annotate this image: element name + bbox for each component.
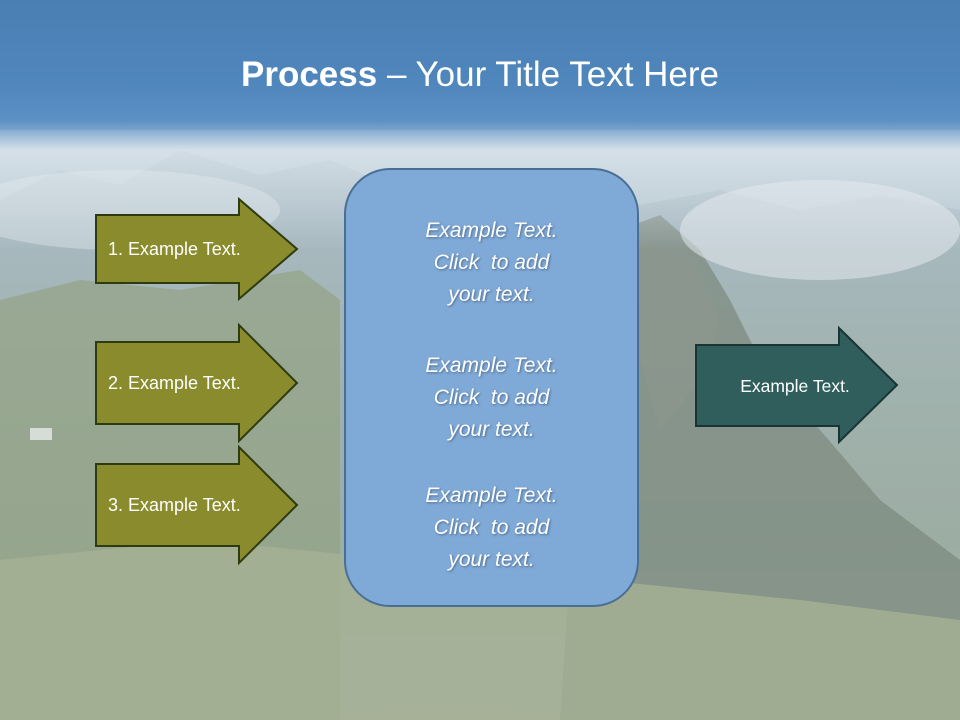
panel-text-line: your text. <box>448 548 535 571</box>
title-rest-part: – Your Title Text Here <box>377 55 719 94</box>
right-arrow-shape-icon <box>695 325 899 445</box>
output-arrow-label: Example Text. <box>740 375 850 396</box>
right-arrow-shape-icon <box>95 444 299 566</box>
right-arrow-shape-icon <box>95 322 299 444</box>
center-process-panel[interactable]: Example Text. Click to add your text. Ex… <box>344 168 639 607</box>
panel-text-line: Example Text. <box>425 219 558 242</box>
panel-text-line: your text. <box>448 283 535 306</box>
panel-text-block-1: Example Text. Click to add your text. <box>346 215 637 311</box>
input-arrow-2-label: 2. Example Text. <box>108 372 241 393</box>
panel-text-block-3: Example Text. Click to add your text. <box>346 480 637 576</box>
panel-text-line: Click to add <box>433 386 550 409</box>
panel-text-line: Example Text. <box>425 354 558 377</box>
title-bar <box>0 0 960 150</box>
input-arrow-2[interactable]: 2. Example Text. <box>95 322 300 444</box>
panel-text-line: Example Text. <box>425 484 558 507</box>
input-arrow-3-label: 3. Example Text. <box>108 494 241 515</box>
panel-text-line: your text. <box>448 418 535 441</box>
panel-text-block-2: Example Text. Click to add your text. <box>346 350 637 446</box>
panel-text-line: Click to add <box>433 251 550 274</box>
output-arrow[interactable]: Example Text. <box>695 325 900 445</box>
input-arrow-1-label: 1. Example Text. <box>108 238 241 259</box>
input-arrow-3[interactable]: 3. Example Text. <box>95 444 300 566</box>
panel-text-line: Click to add <box>433 516 550 539</box>
input-arrow-1[interactable]: 1. Example Text. <box>95 196 300 302</box>
right-arrow-shape-icon <box>95 196 299 302</box>
title-bold-part: Process <box>241 55 378 94</box>
slide-title[interactable]: Process – Your Title Text Here <box>0 52 960 98</box>
